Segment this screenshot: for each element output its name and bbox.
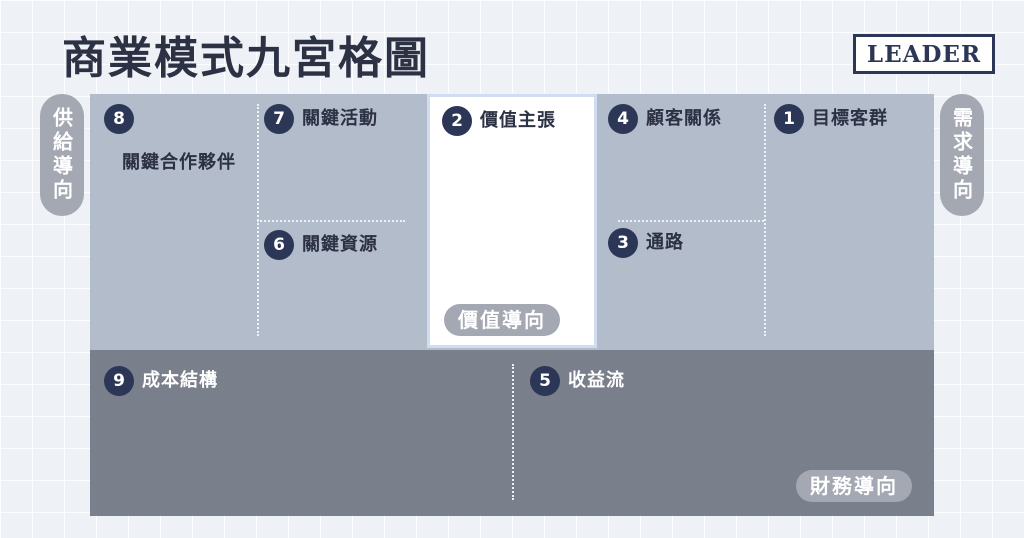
badge-8: 8 — [104, 104, 134, 134]
badge-1: 1 — [774, 104, 804, 134]
badge-7: 7 — [264, 104, 294, 134]
demand-orientation-label: 需求導向 — [940, 94, 984, 216]
label-revenue-streams: 收益流 — [568, 370, 625, 391]
badge-9: 9 — [104, 366, 134, 396]
page-title: 商業模式九宮格圖 — [62, 33, 430, 84]
block-channels: 3 通路 — [608, 228, 684, 258]
business-model-canvas: 8 關鍵合作夥伴 7 關鍵活動 6 關鍵資源 2 價值主張 4 顧客關係 3 通… — [90, 94, 934, 516]
label-key-partners: 關鍵合作夥伴 — [122, 152, 236, 173]
value-orientation-tag: 價值導向 — [444, 304, 560, 336]
divider-relationships-channels — [618, 220, 764, 222]
divider-cost-revenue — [512, 364, 514, 500]
badge-5: 5 — [530, 366, 560, 396]
badge-3: 3 — [608, 228, 638, 258]
label-customer-relationships: 顧客關係 — [646, 108, 722, 129]
block-key-resources: 6 關鍵資源 — [264, 230, 378, 260]
badge-4: 4 — [608, 104, 638, 134]
label-key-activities: 關鍵活動 — [302, 108, 378, 129]
divider-activities-resources — [257, 220, 405, 222]
divider-relationships-segments — [764, 104, 766, 336]
block-customer-relationships: 4 顧客關係 — [608, 104, 722, 134]
block-value-proposition: 2 價值主張 — [442, 106, 556, 136]
block-key-activities: 7 關鍵活動 — [264, 104, 378, 134]
label-customer-segments: 目標客群 — [812, 108, 888, 129]
leader-logo: LEADER — [853, 34, 995, 74]
logo-text: LEADER — [866, 40, 982, 68]
block-revenue-streams: 5 收益流 — [530, 366, 625, 396]
side-label-right: 需求導向 — [949, 107, 974, 203]
block-key-partners: 8 關鍵合作夥伴 — [104, 104, 254, 173]
badge-2: 2 — [442, 106, 472, 136]
label-cost-structure: 成本結構 — [142, 370, 218, 391]
badge-6: 6 — [264, 230, 294, 260]
block-customer-segments: 1 目標客群 — [774, 104, 888, 134]
label-value-proposition: 價值主張 — [480, 110, 556, 131]
side-label-left: 供給導向 — [49, 107, 74, 203]
label-key-resources: 關鍵資源 — [302, 234, 378, 255]
supply-orientation-label: 供給導向 — [40, 94, 84, 216]
block-cost-structure: 9 成本結構 — [104, 366, 218, 396]
finance-orientation-tag: 財務導向 — [796, 470, 912, 502]
label-channels: 通路 — [646, 232, 684, 253]
